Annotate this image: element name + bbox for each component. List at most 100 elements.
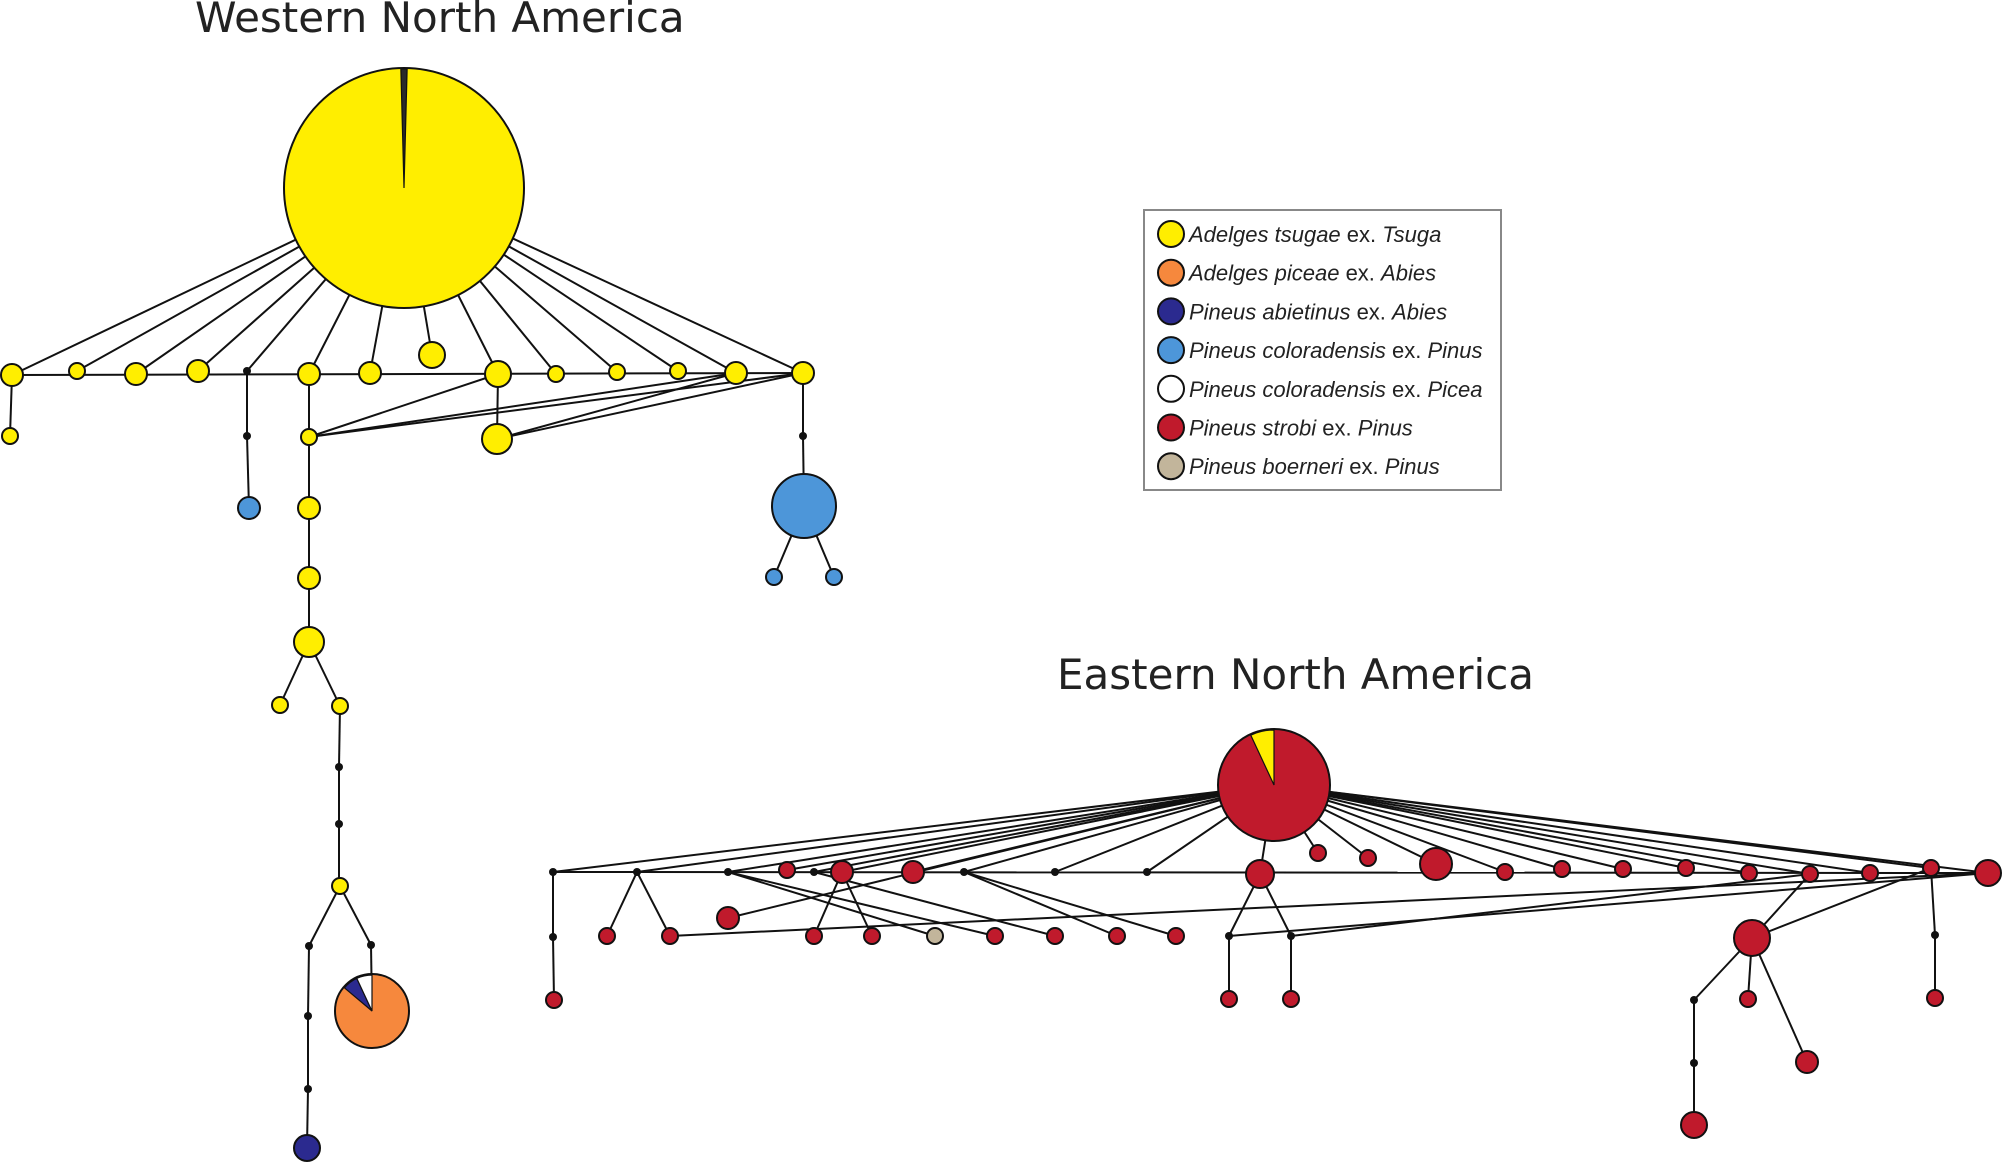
haplotype-node: [1739, 990, 1757, 1008]
haplotype-node: [778, 861, 796, 879]
legend-species: Pineus abietinus: [1189, 299, 1350, 324]
network-edge: [1273, 784, 1811, 875]
haplotype-node: [1108, 927, 1126, 945]
median-vector-dot: [304, 1085, 312, 1093]
haplotype-node: [1801, 865, 1819, 883]
median-vector-dot: [335, 763, 343, 771]
haplotype-node: [825, 568, 843, 586]
legend-label: Pineus strobi ex. Pinus: [1189, 416, 1413, 441]
legend-species: Pineus boerneri: [1189, 454, 1344, 479]
median-vector-dot: [1690, 1059, 1698, 1067]
haplotype-node: [1419, 847, 1453, 881]
legend-ex: ex.: [1386, 377, 1428, 402]
network-edge: [307, 945, 310, 1017]
haplotype-node: [926, 927, 944, 945]
network-edge: [813, 871, 1056, 937]
haplotype-node: [901, 860, 925, 884]
network-edge: [669, 872, 1989, 937]
legend-swatch-icon: [1157, 413, 1185, 442]
network-edge: [727, 871, 936, 937]
haplotype-node: [124, 362, 148, 386]
median-vector-dot: [1931, 931, 1939, 939]
haplotype-node: [791, 361, 815, 385]
legend-host: Picea: [1427, 377, 1482, 402]
legend-ex: ex.: [1341, 222, 1383, 247]
network-edge: [1228, 872, 1989, 937]
network-edge: [552, 784, 1275, 873]
haplotype-node: [293, 626, 325, 658]
legend-species: Pineus coloradensis: [1189, 338, 1386, 363]
haplotype-node: [484, 360, 512, 388]
network-edge: [1290, 873, 1811, 937]
median-vector-dot: [549, 868, 557, 876]
median-vector-dot: [960, 868, 968, 876]
network-edge: [1273, 784, 1871, 874]
network-edge: [786, 784, 1275, 871]
haplotype-node: [237, 496, 261, 520]
haplotype-node: [1496, 863, 1514, 881]
legend-ex: ex.: [1343, 454, 1385, 479]
legend-label: Adelges tsugae ex. Tsuga: [1187, 222, 1441, 247]
haplotype-node: [669, 362, 687, 380]
haplotype-node: [293, 1134, 321, 1162]
haplotype-node: [863, 927, 881, 945]
haplotype-node: [418, 341, 446, 369]
legend-label: Pineus boerneri ex. Pinus: [1189, 454, 1440, 479]
median-vector-dot: [1287, 932, 1295, 940]
network-edge: [727, 871, 996, 937]
network-edge: [496, 372, 804, 440]
haplotype-node: [1245, 859, 1275, 889]
median-vector-dot: [243, 432, 251, 440]
median-vector-dot: [1143, 868, 1151, 876]
legend-swatch-icon: [1157, 336, 1185, 365]
haplotype-node: [1553, 860, 1571, 878]
legend-label: Pineus coloradensis ex. Pinus: [1189, 338, 1483, 363]
haplotype-node: [0, 363, 24, 387]
haplotype-node: [68, 362, 86, 380]
haplotype-node: [1861, 864, 1879, 882]
legend-host: Pinus: [1385, 454, 1440, 479]
legend-swatch-icon: [1157, 258, 1185, 287]
median-vectors: [243, 367, 1939, 1093]
legend-ex: ex.: [1316, 416, 1358, 441]
haplotype-node: [1282, 990, 1300, 1008]
legend-host: Tsuga: [1382, 222, 1441, 247]
legend-ex: ex.: [1350, 299, 1392, 324]
haplotype-node: [1220, 990, 1238, 1008]
network-edge: [338, 705, 341, 768]
haplotype-node: [1974, 859, 2002, 887]
median-vector-dot: [549, 933, 557, 941]
legend-label: Pineus abietinus ex. Abies: [1189, 299, 1447, 324]
network-edge: [1273, 784, 1989, 874]
network-edge: [963, 871, 1118, 937]
haplotype-node: [1677, 859, 1695, 877]
legend-species: Pineus coloradensis: [1189, 377, 1386, 402]
haplotype-node: [1680, 1111, 1708, 1139]
legend-species: Adelges piceae: [1187, 261, 1339, 286]
haplotype-node: [1359, 849, 1377, 867]
haplotype-node: [358, 361, 382, 385]
network-edge: [308, 373, 499, 438]
network-edge: [636, 784, 1275, 873]
haplotype-node: [300, 428, 318, 446]
haplotype-node: [297, 362, 321, 386]
haplotype-node: [1046, 927, 1064, 945]
median-vector-dot: [724, 868, 732, 876]
legend-swatch-icon: [1157, 374, 1185, 403]
east-region-title: Eastern North America: [1057, 650, 1534, 699]
legend-box: [1143, 209, 1502, 491]
network-edge: [496, 372, 737, 440]
haplotype-node: [724, 361, 748, 385]
median-vector-dot: [1225, 932, 1233, 940]
haplotype-node: [271, 696, 289, 714]
network-edge: [339, 885, 372, 946]
haplotype-node: [986, 927, 1004, 945]
network-edge: [606, 871, 638, 937]
haplotype-node: [297, 496, 321, 520]
haplotype-node: [805, 927, 823, 945]
haplotype-node: [1167, 927, 1185, 945]
network-edge: [841, 784, 1275, 873]
haplotype-node: [547, 365, 565, 383]
haplotype-nodes: [0, 67, 2002, 1162]
legend-host: Pinus: [1358, 416, 1413, 441]
